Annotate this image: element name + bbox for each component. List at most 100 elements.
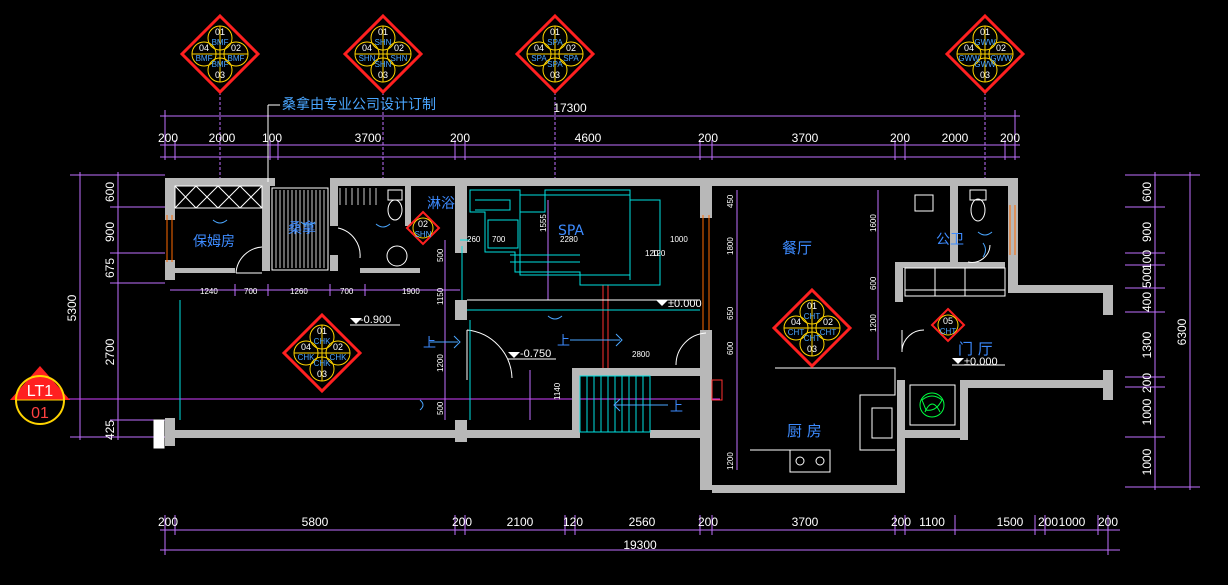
elevation-tag-code: GWW xyxy=(958,54,980,63)
level-2: -0.750 xyxy=(520,348,551,360)
elevation-tag-number: 02 xyxy=(996,43,1006,53)
misc-dim-13: 500 xyxy=(436,248,445,262)
bottom-dim-12: 200 xyxy=(1038,515,1058,529)
elevation-tag-number: 01 xyxy=(550,27,560,37)
elevation-tag-number: 04 xyxy=(534,43,544,53)
stair-up-1: 上 xyxy=(423,336,436,351)
top-dim-3: 100 xyxy=(262,131,282,145)
top-dim-9: 200 xyxy=(890,131,910,145)
sauna-note: 桑拿由专业公司设计订制 xyxy=(267,96,436,182)
elevation-tag-code: GWW xyxy=(974,60,996,69)
elevation-tag-number: 02 xyxy=(333,342,343,352)
elevation-tag-code: CHT xyxy=(804,312,821,321)
bottom-dim-14: 200 xyxy=(1098,515,1118,529)
left-dim-4: 2700 xyxy=(103,338,117,365)
bottom-dim-6: 2560 xyxy=(629,515,656,529)
bottom-dim-9: 200 xyxy=(891,515,911,529)
right-dim-9: 1000 xyxy=(1140,448,1154,475)
left-dim-total: 5300 xyxy=(65,294,79,321)
stair-up-3: 上 xyxy=(670,400,683,415)
room-sauna: 桑拿 xyxy=(288,220,316,237)
elevation-tag-code: SHN xyxy=(375,60,392,69)
elevation-tag-number: 03 xyxy=(317,369,327,379)
spa-dim-3: 700 xyxy=(492,235,506,244)
elevation-tag-code: CHK xyxy=(330,353,348,362)
bottom-dim-2: 5800 xyxy=(302,515,329,529)
elevation-tag-number: 02 xyxy=(566,43,576,53)
inner-dim-4: 700 xyxy=(340,287,354,296)
bottom-dim-1: 200 xyxy=(158,515,178,529)
elevation-tag-number: 02 xyxy=(394,43,404,53)
right-dim-7: 200 xyxy=(1140,373,1154,393)
elevation-tag-number: 03 xyxy=(378,70,388,80)
sauna-note-text: 桑拿由专业公司设计订制 xyxy=(282,96,436,113)
top-dim-8: 3700 xyxy=(792,131,819,145)
room-dining: 餐厅 xyxy=(782,239,812,257)
bottom-dim-7: 200 xyxy=(698,515,718,529)
section-marker: LT1 01 xyxy=(10,366,70,425)
inner-dim-5: 1900 xyxy=(402,287,420,296)
level-marks: -0.900 -0.750 ±0.000 ±0.000 xyxy=(350,298,1005,368)
misc-dim-3: 1600 xyxy=(869,214,878,232)
top-dim-6: 4600 xyxy=(575,131,602,145)
level-4: ±0.000 xyxy=(964,356,998,368)
elevation-tag-number: 03 xyxy=(980,70,990,80)
bottom-dim-10: 1100 xyxy=(919,515,945,529)
room-shower: 淋浴 xyxy=(427,196,455,212)
elevation-tag-code: SHN xyxy=(391,54,408,63)
elevation-tag-number: 03 xyxy=(215,70,225,80)
mini-tag-foyer-code: CHT xyxy=(940,327,957,336)
elevation-tag-number: 04 xyxy=(362,43,372,53)
right-dim-total: 6300 xyxy=(1175,318,1189,345)
level-3: ±0.000 xyxy=(668,298,702,310)
dimension-lines xyxy=(40,92,1200,555)
section-marker-bottom: 01 xyxy=(31,405,49,422)
elevation-tag-code: BMF xyxy=(212,38,229,47)
misc-dim-15: 2800 xyxy=(632,350,650,359)
left-dim-5: 425 xyxy=(103,420,117,440)
elevation-tag-code: SPA xyxy=(547,38,563,47)
fixtures xyxy=(153,185,1006,473)
mini-tag-shower-code: SHN xyxy=(415,230,432,239)
elevation-tag-number: 01 xyxy=(807,301,817,311)
spa-dim-6: 120 xyxy=(645,249,659,258)
elevation-tag-code: CHT xyxy=(788,328,805,337)
elevation-tag-code: BMF xyxy=(212,60,229,69)
elevation-tag-number: 01 xyxy=(980,27,990,37)
misc-dim-11: 1200 xyxy=(726,452,735,470)
elevation-tag-code: GWW xyxy=(990,54,1012,63)
top-dim-5: 200 xyxy=(450,131,470,145)
elevation-tag-number: 02 xyxy=(823,317,833,327)
spa-dim-4: 1000 xyxy=(670,235,688,244)
elevation-tag-code: CHT xyxy=(804,334,821,343)
elevation-tag-number: 03 xyxy=(807,344,817,354)
top-dim-4: 3700 xyxy=(355,131,382,145)
misc-dim-10: 1200 xyxy=(436,354,445,372)
room-foyer: 门 厅 xyxy=(958,340,993,358)
misc-dim-6: 650 xyxy=(726,306,735,320)
inner-dim-1: 1240 xyxy=(200,287,218,296)
misc-dim-4: 600 xyxy=(869,276,878,290)
stair-up-2: 上 xyxy=(557,334,570,349)
overall-top-dim: 17300 xyxy=(553,101,587,115)
elevation-tag-number: 01 xyxy=(215,27,225,37)
misc-dim-7: 600 xyxy=(726,341,735,355)
room-toilet: 公卫 xyxy=(936,232,964,248)
bottom-dim-8: 3700 xyxy=(792,515,819,529)
elevation-tag-code: SPA xyxy=(563,54,579,63)
room-spa: SPA xyxy=(558,223,584,239)
elevation-tag-code: GWW xyxy=(974,38,996,47)
elevation-tag-code: SPA xyxy=(531,54,547,63)
elevation-tag-number: 02 xyxy=(231,43,241,53)
level-1: -0.900 xyxy=(360,314,391,326)
left-dim-3: 675 xyxy=(103,258,117,278)
right-dim-8: 1000 xyxy=(1140,398,1154,425)
elevation-tag-code: SPA xyxy=(547,60,563,69)
spa-dim-2: 2280 xyxy=(560,235,578,244)
dimension-texts: 17300 19300 200 2000 100 3700 200 4600 2… xyxy=(65,101,1189,552)
bottom-dim-5: 120 xyxy=(563,515,583,529)
misc-dim-2: 1800 xyxy=(726,237,735,255)
